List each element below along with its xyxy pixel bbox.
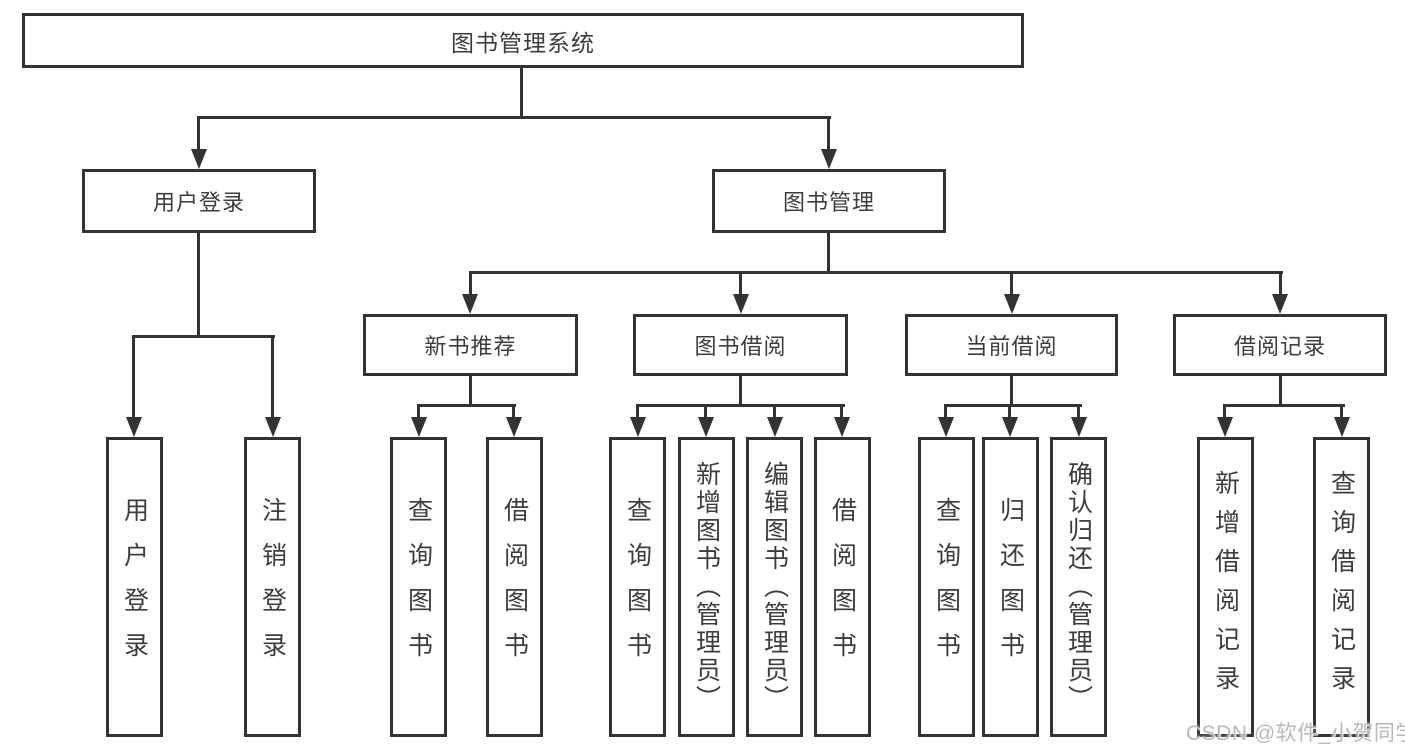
leaf-cb-return-books-label: 归还图书	[996, 497, 1025, 677]
leaf-bb-edit-books-label: 编辑图书（管理员）	[760, 461, 789, 713]
arrowhead-current-borrowing-icon	[1004, 294, 1020, 314]
node-book-management: 图书管理	[712, 169, 946, 233]
connector-leaf-user-login-shaft	[132, 335, 135, 419]
leaf-bb-add-books: 新增图书（管理员）	[678, 437, 735, 737]
leaf-cb-confirm-return: 确认归还（管理员）	[1050, 437, 1107, 737]
leaf-br-query-record-label: 查询借阅记录	[1327, 470, 1356, 704]
connector-rec-rail	[417, 404, 516, 407]
arrowhead-book-borrowing-icon	[733, 294, 749, 314]
arrowhead-leaf-user-login-icon	[126, 417, 142, 437]
node-current-borrowing: 当前借阅	[905, 314, 1118, 376]
leaf-logout: 注销登录	[244, 437, 301, 737]
connector-current-borrowing-shaft	[1010, 271, 1013, 296]
leaf-rec-query-books: 查询图书	[390, 437, 447, 737]
connector-rec-stub	[469, 376, 472, 407]
arrowhead-br-add-icon	[1217, 417, 1233, 437]
connector-level3-rail	[469, 271, 1283, 274]
arrowhead-rec-borrow-icon	[506, 417, 522, 437]
connector-bb-add-shaft	[704, 404, 707, 419]
leaf-rec-borrow-books: 借阅图书	[486, 437, 543, 737]
node-book-management-label: 图书管理	[782, 190, 875, 215]
watermark: CSDN @软件_小贺同学	[1186, 722, 1405, 745]
node-root: 图书管理系统	[22, 13, 1024, 68]
connector-rec-borrow-shaft	[512, 404, 515, 419]
connector-book-borrowing-shaft	[739, 271, 742, 296]
node-book-borrowing-label: 图书借阅	[694, 334, 787, 359]
connector-rec-query-shaft	[417, 404, 420, 419]
connector-cb-confirm-shaft	[1077, 404, 1080, 419]
arrowhead-bb-edit-icon	[767, 417, 783, 437]
leaf-bb-edit-books: 编辑图书（管理员）	[746, 437, 803, 737]
leaf-cb-query-books: 查询图书	[918, 437, 975, 737]
arrowhead-book-management-icon	[821, 149, 837, 169]
connector-borrowing-records-shaft	[1279, 271, 1282, 296]
connector-leaf-logout-shaft	[271, 335, 274, 419]
node-user-login: 用户登录	[82, 169, 316, 233]
arrowhead-br-query-icon	[1334, 417, 1350, 437]
leaf-user-login: 用户登录	[106, 437, 163, 737]
leaf-bb-add-books-label: 新增图书（管理员）	[692, 461, 721, 713]
node-new-book-recommendation: 新书推荐	[363, 314, 578, 376]
node-current-borrowing-label: 当前借阅	[965, 334, 1058, 359]
leaf-bb-query-books: 查询图书	[609, 437, 666, 737]
connector-br-stub	[1279, 376, 1282, 407]
connector-user-login-shaft	[197, 116, 200, 151]
connector-cb-return-shaft	[1008, 404, 1011, 419]
node-book-borrowing: 图书借阅	[633, 314, 848, 376]
connector-br-query-shaft	[1340, 404, 1343, 419]
leaf-bb-borrow-books-label: 借阅图书	[828, 497, 857, 677]
node-borrowing-records-label: 借阅记录	[1233, 334, 1326, 359]
connector-cb-rail	[944, 404, 1082, 407]
arrowhead-borrowing-records-icon	[1272, 294, 1288, 314]
connector-new-book-rec-shaft	[469, 271, 472, 296]
leaf-cb-confirm-return-label: 确认归还（管理员）	[1064, 461, 1093, 713]
arrowhead-cb-return-icon	[1002, 417, 1018, 437]
arrowhead-bb-query-icon	[630, 417, 646, 437]
leaf-logout-label: 注销登录	[258, 497, 287, 677]
leaf-br-add-record: 新增借阅记录	[1197, 437, 1254, 737]
leaf-bb-borrow-books: 借阅图书	[814, 437, 871, 737]
connector-cb-stub	[1010, 376, 1013, 407]
arrowhead-bb-borrow-icon	[834, 417, 850, 437]
connector-book-management-stub	[827, 233, 830, 274]
leaf-user-login-label: 用户登录	[120, 497, 149, 677]
connector-root-stub	[520, 68, 523, 117]
arrowhead-cb-query-icon	[938, 417, 954, 437]
connector-cb-query-shaft	[944, 404, 947, 419]
arrowhead-bb-add-icon	[698, 417, 714, 437]
connector-br-rail	[1223, 404, 1345, 407]
leaf-br-add-record-label: 新增借阅记录	[1211, 470, 1240, 704]
leaf-bb-query-books-label: 查询图书	[623, 497, 652, 677]
connector-bb-edit-shaft	[773, 404, 776, 419]
node-borrowing-records: 借阅记录	[1173, 314, 1387, 376]
connector-bb-borrow-shaft	[840, 404, 843, 419]
connector-level2-rail	[197, 116, 831, 119]
connector-bb-rail	[636, 404, 845, 407]
leaf-br-query-record: 查询借阅记录	[1313, 437, 1370, 737]
arrowhead-new-book-rec-icon	[462, 294, 478, 314]
leaf-rec-query-books-label: 查询图书	[404, 497, 433, 677]
node-new-book-recommendation-label: 新书推荐	[424, 334, 517, 359]
arrowhead-leaf-logout-icon	[265, 417, 281, 437]
node-root-label: 图书管理系统	[451, 29, 595, 56]
arrowhead-user-login-icon	[191, 149, 207, 169]
arrowhead-cb-confirm-icon	[1071, 417, 1087, 437]
node-user-login-label: 用户登录	[152, 190, 245, 215]
connector-bb-stub	[739, 376, 742, 407]
leaf-cb-return-books: 归还图书	[982, 437, 1039, 737]
leaf-rec-borrow-books-label: 借阅图书	[500, 497, 529, 677]
connector-bb-query-shaft	[636, 404, 639, 419]
connector-user-login-rail	[132, 335, 275, 338]
connector-user-login-stub	[197, 233, 200, 338]
arrowhead-rec-query-icon	[411, 417, 427, 437]
leaf-cb-query-books-label: 查询图书	[932, 497, 961, 677]
connector-book-management-shaft	[827, 116, 830, 151]
connector-br-add-shaft	[1223, 404, 1226, 419]
